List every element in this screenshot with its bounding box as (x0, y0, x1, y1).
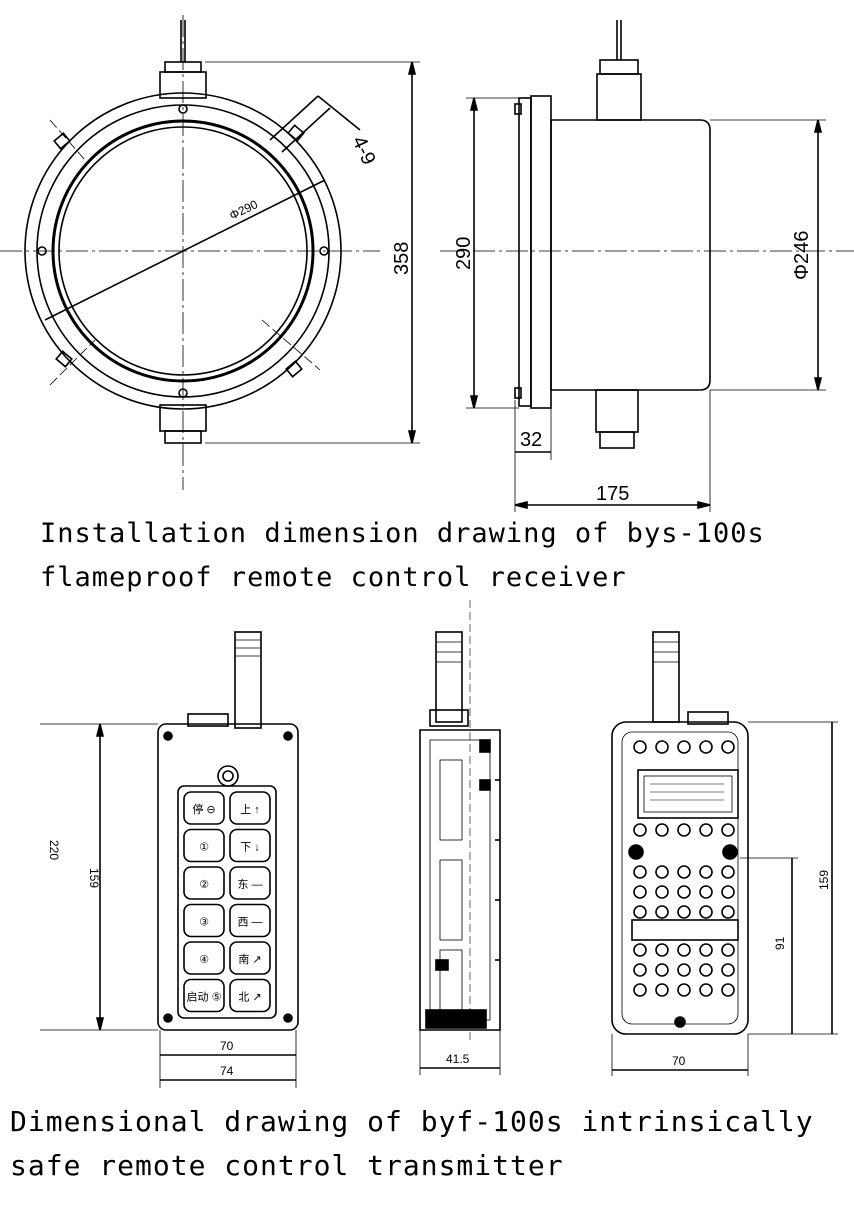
holes-label: 4-9 (347, 133, 379, 168)
key-right-2 (229, 828, 271, 863)
back-hole-22 (677, 905, 691, 919)
back-hole-21 (655, 905, 669, 919)
back-hole-16 (655, 885, 669, 899)
key-left-2 (183, 828, 225, 863)
receiver-side-view: 290 Φ246 32 175 (440, 20, 854, 512)
key-left-1 (183, 791, 225, 825)
back-hole-23 (699, 905, 713, 919)
back-hole-29 (721, 943, 735, 957)
back-hole-39 (721, 983, 735, 997)
back-hole-24 (721, 905, 735, 919)
back-hole-28 (699, 943, 713, 957)
flange-290-label: 290 (453, 237, 475, 270)
back-hole-27 (677, 943, 691, 957)
key-left-4 (183, 903, 225, 938)
back-hole-9 (721, 823, 735, 837)
key-label-left-5: ④ (199, 954, 209, 966)
back-hole-2 (677, 740, 691, 754)
back-hole-7 (677, 823, 691, 837)
back-hole-15 (633, 885, 647, 899)
receiver-caption-line2: flameproof remote control receiver (40, 562, 627, 593)
transmitter-side-view: 41.5 (419, 600, 501, 1075)
key-label-right-2: 下 ↓ (240, 842, 260, 854)
key-left-5 (183, 941, 225, 975)
transmitter-back-view: 159 91 70 (611, 631, 838, 1076)
back-hole-13 (699, 865, 713, 879)
bolt-circle-label: Φ290 (227, 197, 260, 223)
back-hole-14 (721, 865, 735, 879)
key-label-right-4: 西 — (237, 917, 262, 929)
key-label-left-4: ③ (199, 917, 209, 929)
back-width-70-label: 70 (672, 1054, 686, 1068)
back-hole-8 (699, 823, 713, 837)
back-height-159-label: 159 (817, 870, 831, 890)
back-hole-33 (699, 963, 713, 977)
back-hole-20 (633, 905, 647, 919)
key-right-5 (229, 941, 271, 975)
height-159-label: 159 (87, 868, 101, 888)
key-label-right-6: 北 ↗ (238, 991, 261, 1004)
height-220-label: 220 (47, 840, 61, 860)
keypad: 停 ⊖ 上 ↑ ① 下 ↓ ② 东 — ③ 西 — ④ 南 ↗ 启动 ⑤ 北 ↗ (183, 791, 271, 1013)
depth-175-label: 175 (596, 483, 629, 505)
transmitter-caption-line2: safe remote control transmitter (10, 1149, 564, 1182)
body-246-label: Φ246 (791, 231, 813, 280)
back-hole-37 (677, 983, 691, 997)
transmitter-caption-line1: Dimensional drawing of byf-100s intrinsi… (10, 1105, 814, 1138)
back-hole-32 (677, 963, 691, 977)
back-hole-4 (721, 740, 735, 754)
key-right-1 (229, 791, 271, 825)
thickness-41-5-label: 41.5 (446, 1052, 470, 1066)
width-74-label: 74 (220, 1064, 234, 1078)
back-hole-36 (655, 983, 669, 997)
back-hole-25 (633, 943, 647, 957)
back-hole-5 (633, 823, 647, 837)
key-label-right-5: 南 ↗ (238, 953, 261, 966)
key-label-right-3: 东 — (237, 878, 262, 891)
back-hole-30 (633, 963, 647, 977)
transmitter-front-dims: 220 159 70 74 (40, 723, 297, 1088)
key-label-left-6: 启动 ⑤ (187, 991, 222, 1004)
key-label-left-2: ① (199, 842, 209, 854)
key-label-left-1: 停 ⊖ (192, 802, 215, 816)
back-hole-38 (699, 983, 713, 997)
back-hole-0 (633, 740, 647, 754)
back-hole-34 (721, 963, 735, 977)
receiver-caption-line1: Installation dimension drawing of bys-10… (40, 518, 765, 549)
back-hole-12 (677, 865, 691, 879)
receiver-caption: Installation dimension drawing of bys-10… (40, 512, 765, 600)
back-hole-31 (655, 963, 669, 977)
back-hole-26 (655, 943, 669, 957)
transmitter-front-view (157, 631, 299, 1031)
key-right-3 (229, 866, 271, 900)
back-hole-10 (633, 865, 647, 879)
key-right-6 (229, 978, 271, 1013)
back-hole-18 (699, 885, 713, 899)
back-hole-1 (655, 740, 669, 754)
transmitter-caption: Dimensional drawing of byf-100s intrinsi… (10, 1100, 814, 1188)
back-hole-35 (633, 983, 647, 997)
back-91-label: 91 (773, 936, 787, 950)
back-hole-grid (633, 740, 735, 997)
key-right-4 (229, 903, 271, 938)
back-hole-6 (655, 823, 669, 837)
back-hole-19 (721, 885, 735, 899)
receiver-front-view: Φ290 4-9 358 (0, 15, 420, 490)
height-358-label: 358 (391, 242, 413, 275)
back-hole-17 (677, 885, 691, 899)
back-hole-11 (655, 865, 669, 879)
width-70-label: 70 (220, 1039, 234, 1053)
key-label-right-1: 上 ↑ (240, 803, 260, 816)
back-hole-3 (699, 740, 713, 754)
key-left-6 (183, 978, 225, 1013)
key-label-left-3: ② (199, 879, 209, 891)
key-left-3 (183, 866, 225, 900)
thickness-32-label: 32 (520, 429, 542, 451)
